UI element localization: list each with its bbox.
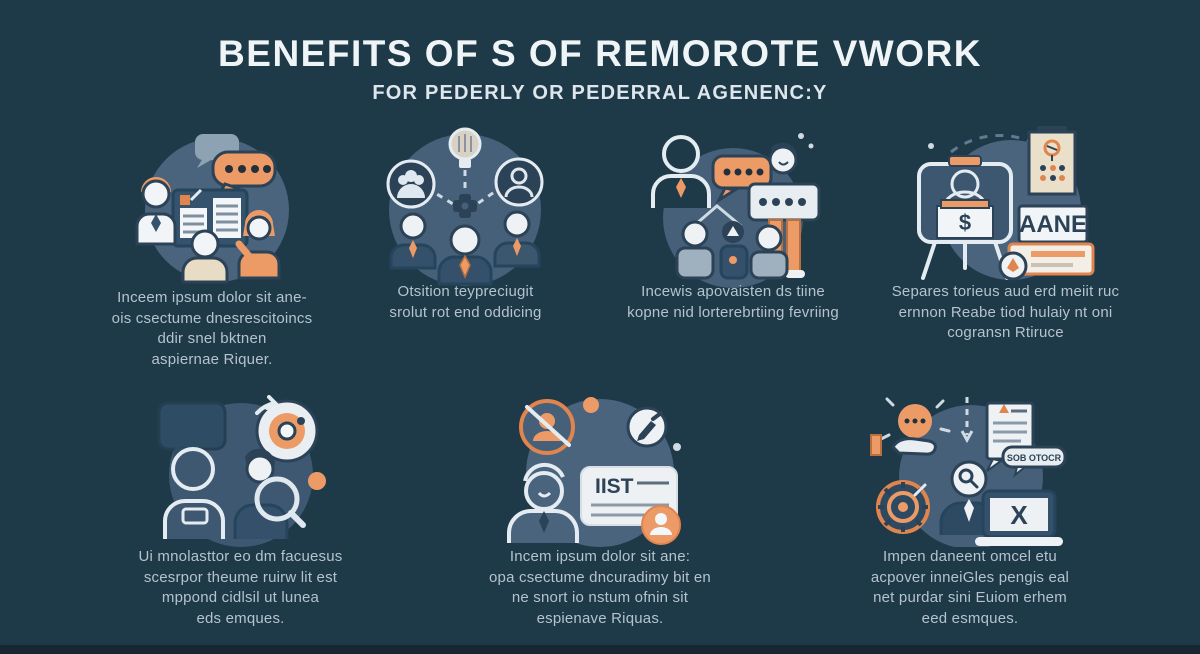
team-whiteboard-collaboration-icon (135, 134, 289, 284)
page-subtitle: FOR PEDERLY OR PEDERRAL AGENENC:Y (372, 81, 828, 104)
person-right-icon (235, 210, 281, 280)
dashed-arrow-icon (960, 397, 973, 444)
person-center-icon (181, 229, 229, 284)
tile-caption: Impen daneent omcel etu acpover inneiGle… (870, 548, 1070, 628)
businessman-center-icon (437, 224, 493, 286)
target-lens-icon (254, 395, 318, 463)
tile-team-collaboration: Inceem ipsum dolor sit ane- ois csectume… (92, 128, 332, 371)
hand-idea-icon (869, 397, 950, 456)
card-text: IIST (595, 475, 634, 498)
person-outline-icon (507, 462, 579, 543)
person-outline-icon (651, 135, 711, 208)
finance-presentation-icon: $ AANE (916, 126, 1094, 281)
idea-network-team-icon (386, 127, 544, 286)
speaker-audience-icon (651, 133, 821, 288)
businessman-left-icon (389, 212, 437, 270)
magnifier-person-icon (233, 448, 306, 539)
label-bubble-icon: SOB OTOCR (1001, 445, 1066, 478)
name-card-icon: AANE (1017, 204, 1088, 244)
ticket-card-icon (998, 242, 1094, 281)
gear-icon (453, 194, 477, 218)
card-text: AANE (1018, 211, 1086, 238)
alert-document-icon (985, 401, 1034, 472)
dollar-sign: $ (958, 210, 970, 235)
profile-document-icon: IIST (507, 397, 681, 547)
tile-caption: Incewis apovaisten ds tiine kopne nid lo… (627, 283, 839, 321)
chat-bubbles-icon (195, 134, 277, 202)
bubble-text: SOB OTOCR (1006, 453, 1061, 463)
tile-caption: Incem ipsum dolor sit ane: opa csectume … (489, 548, 711, 628)
poster-icon (1027, 126, 1076, 196)
businessman-right-icon (493, 210, 541, 268)
id-card-icon: IIST (580, 466, 681, 545)
lightbulb-icon (448, 127, 482, 168)
tile-caption: Separes torieus aud erd meiit ruc ernnon… (891, 283, 1120, 342)
tile-idea-network: Otsition teypreciugit srolut rot end odd… (348, 122, 583, 323)
laptop-x-icon: X (974, 489, 1063, 546)
gear-target-badge-icon (875, 480, 930, 534)
avatar-badge-icon (519, 399, 575, 455)
tile-finance-board: $ AANE Separes torieus aud erd meiit ruc… (878, 122, 1133, 344)
person-outline-icon (162, 447, 225, 539)
person-circle-icon (494, 157, 544, 207)
bottom-strip (0, 645, 1200, 654)
tile-decision-alerts: SOB OTOCR X (840, 395, 1100, 630)
person-left-icon (135, 177, 177, 246)
group-circle-icon (386, 159, 436, 209)
speech-bubble-icon (711, 154, 773, 205)
search-feedback-icon (157, 395, 326, 547)
tile-profile-document: IIST Incem ipsum dolor sit ane: opa csec… (470, 395, 730, 630)
decision-alerts-icon: SOB OTOCR X (869, 397, 1066, 547)
easel-board-icon: $ (916, 155, 1013, 280)
tile-caption: Inceem ipsum dolor sit ane- ois csectume… (111, 289, 313, 369)
tile-caption: Otsition teypreciugit srolut rot end odd… (389, 283, 542, 321)
header: BENEFITS OF S OF REMOROTE VWORK FOR PEDE… (0, 33, 1200, 105)
tile-caption: Ui mnolasttor eo dm facuesus scesrpor th… (138, 548, 343, 628)
x-mark: X (1010, 500, 1028, 530)
page-title: BENEFITS OF S OF REMOROTE VWORK (218, 33, 982, 74)
tile-presentation-audience: Incewis apovaisten ds tiine kopne nid lo… (608, 122, 858, 323)
tile-search-review: Ui mnolasttor eo dm facuesus scesrpor th… (118, 395, 363, 630)
pen-badge-icon (626, 406, 668, 448)
audience-icon (675, 220, 789, 280)
